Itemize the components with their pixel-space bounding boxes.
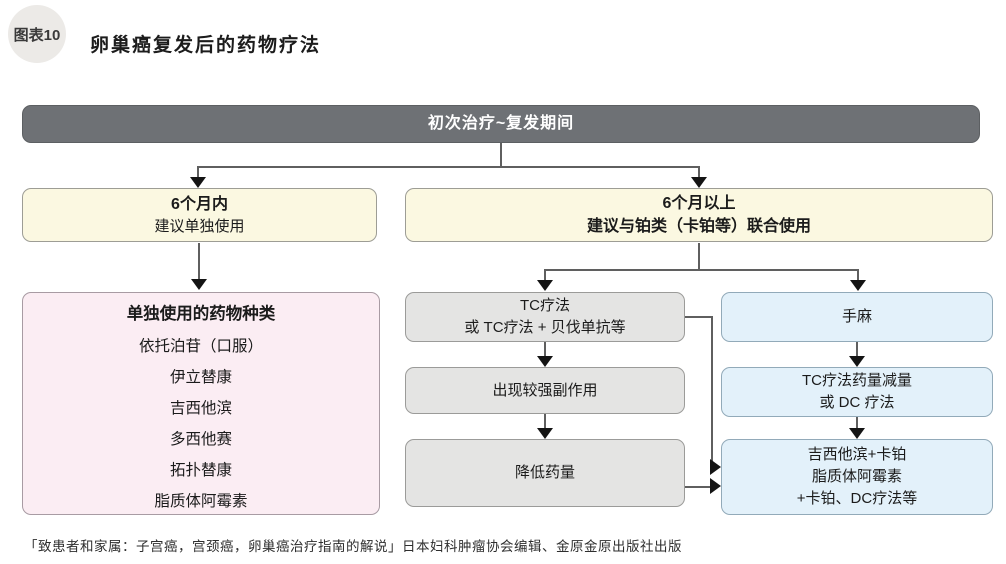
- connector-right-2: [856, 417, 858, 429]
- node-over-6-months-title: 6个月以上: [662, 194, 736, 212]
- drug-item: 吉西他滨: [169, 399, 232, 417]
- node-combination-options-line2: 脂质体阿霉素: [811, 468, 902, 486]
- connector-right-branch-split: [544, 269, 859, 271]
- node-within-6-months-title: 6个月内: [171, 195, 228, 213]
- node-tc-dose-reduction-line2: 或 DC 疗法: [819, 394, 895, 411]
- node-over-6-months-subtitle: 建议与铂类（卡铂等）联合使用: [586, 218, 811, 235]
- node-tc-therapy-line2: 或 TC疗法 + 贝伐单抗等: [464, 319, 626, 336]
- connector-root-branch: [197, 166, 700, 168]
- arrowhead-to-tc-dose-reduction: [849, 356, 865, 367]
- node-combination-options: 吉西他滨+卡铂 脂质体阿霉素 +卡铂、DC疗法等: [721, 439, 993, 515]
- node-monotherapy-drugs-title: 单独使用的药物种类: [126, 305, 276, 323]
- node-hand-numbness: 手麻: [721, 292, 993, 342]
- node-strong-side-effects: 出现较强副作用: [405, 367, 685, 414]
- drug-item: 脂质体阿霉素: [154, 492, 248, 510]
- node-strong-side-effects-label: 出现较强副作用: [492, 381, 598, 399]
- arrowhead-to-within-6-months: [190, 177, 206, 188]
- arrowhead-to-over-6-months: [691, 177, 707, 188]
- node-hand-numbness-label: 手麻: [841, 308, 872, 326]
- arrowhead-to-reduce-dose: [537, 428, 553, 439]
- node-reduce-dose-label: 降低药量: [514, 464, 575, 482]
- node-monotherapy-drugs: 单独使用的药物种类 依托泊苷（口服） 伊立替康 吉西他滨 多西他赛 拓扑替康 脂…: [22, 292, 380, 515]
- arrowhead-to-hand-numbness: [850, 280, 866, 291]
- connector-root-branch-left-stub: [197, 166, 199, 179]
- connector-reduce-to-combo: [685, 486, 710, 488]
- node-tc-therapy-line1: TC疗法: [520, 297, 570, 315]
- arrowhead-tc-to-combo: [710, 459, 721, 475]
- connector-split-right-stub: [857, 269, 859, 281]
- arrowhead-to-strong-side-effects: [537, 356, 553, 367]
- drug-item: 拓扑替康: [169, 461, 232, 479]
- arrowhead-to-tc-therapy: [537, 280, 553, 291]
- node-combination-options-line3: +卡铂、DC疗法等: [796, 489, 918, 507]
- drug-item: 多西他赛: [169, 430, 232, 448]
- node-within-6-months-subtitle: 建议单独使用: [154, 217, 245, 235]
- connector-left-branch-drop: [198, 243, 200, 279]
- connector-root-branch-right-stub: [698, 166, 700, 179]
- figure-badge: 图表10: [8, 5, 66, 63]
- arrowhead-reduce-to-combo: [710, 478, 721, 494]
- node-reduce-dose: 降低药量: [405, 439, 685, 507]
- citation-text: 「致患者和家属：子宫癌，宫颈癌，卵巢癌治疗指南的解说」日本妇科肿瘤协会编辑、金原…: [24, 539, 682, 554]
- figure-title: 卵巢癌复发后的药物疗法: [90, 35, 322, 56]
- connector-mid-1: [544, 342, 546, 357]
- arrowhead-to-combination-options: [849, 428, 865, 439]
- connector-split-left-stub: [544, 269, 546, 281]
- node-within-6-months: 6个月内 建议单独使用: [22, 188, 377, 242]
- node-initial-treatment-period-label: 初次治疗~复发期间: [427, 115, 575, 133]
- drug-item: 伊立替康: [169, 368, 232, 386]
- node-combination-options-line1: 吉西他滨+卡铂: [807, 446, 907, 464]
- connector-root-drop: [500, 143, 502, 168]
- node-over-6-months: 6个月以上 建议与铂类（卡铂等）联合使用: [405, 188, 993, 242]
- node-initial-treatment-period: 初次治疗~复发期间: [22, 105, 980, 143]
- node-tc-dose-reduction: TC疗法药量减量 或 DC 疗法: [721, 367, 993, 417]
- node-tc-therapy: TC疗法 或 TC疗法 + 贝伐单抗等: [405, 292, 685, 342]
- node-tc-dose-reduction-line1: TC疗法药量减量: [802, 372, 912, 390]
- arrowhead-to-monotherapy-drugs: [191, 279, 207, 290]
- connector-tc-to-combo-h: [685, 316, 713, 318]
- connector-mid-2: [544, 414, 546, 429]
- connector-right-branch-drop: [698, 243, 700, 270]
- connector-tc-to-combo-v: [711, 316, 713, 468]
- drug-item: 依托泊苷（口服）: [138, 337, 263, 355]
- connector-right-1: [856, 342, 858, 357]
